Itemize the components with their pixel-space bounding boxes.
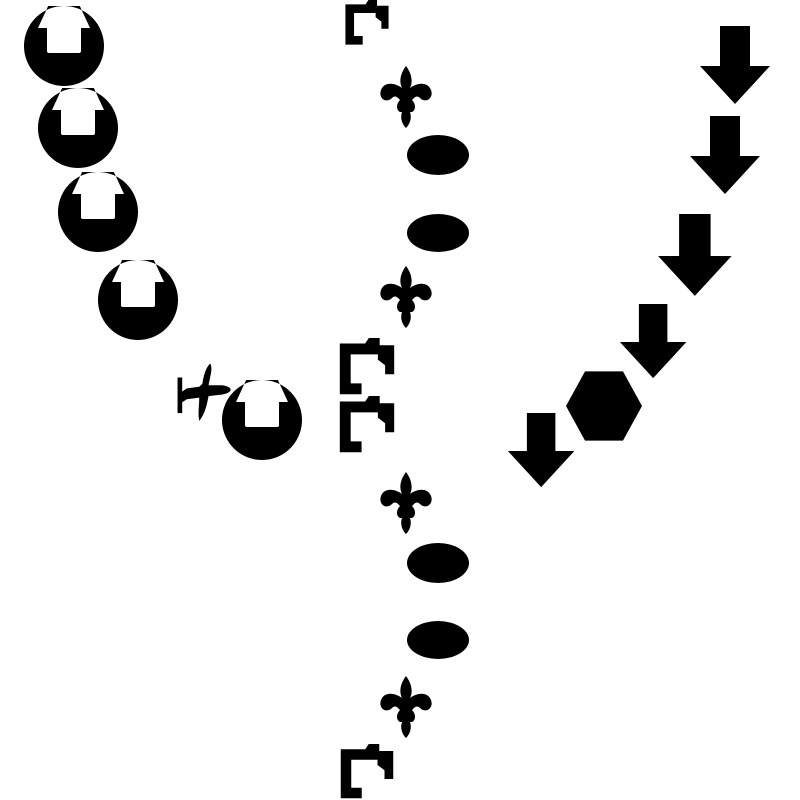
- cup-icon: [58, 172, 138, 252]
- ellipse-icon: [407, 214, 469, 252]
- cup-icon: [24, 6, 104, 86]
- fleur-de-lis-icon: [380, 472, 432, 534]
- down-arrow-icon: [619, 304, 687, 379]
- down-arrow-icon: [507, 413, 575, 488]
- bracket-icon: [345, 0, 389, 45]
- cup-icon: [98, 260, 178, 340]
- fleur-de-lis-icon: [380, 676, 432, 738]
- bracket-icon: [339, 338, 395, 395]
- airplane-icon: [177, 363, 231, 421]
- down-arrow-icon: [700, 26, 770, 104]
- ellipse-icon: [407, 543, 469, 583]
- fleur-de-lis-icon: [380, 266, 432, 328]
- cup-icon: [222, 380, 302, 460]
- ellipse-icon: [407, 621, 469, 659]
- ellipse-icon: [407, 135, 469, 175]
- cup-icon: [38, 88, 118, 168]
- down-arrow-icon: [658, 214, 732, 296]
- fleur-de-lis-icon: [380, 66, 432, 128]
- bracket-icon: [339, 396, 395, 453]
- down-arrow-icon: [690, 116, 760, 194]
- hexagon-icon: [566, 371, 642, 441]
- bracket-icon: [340, 744, 394, 799]
